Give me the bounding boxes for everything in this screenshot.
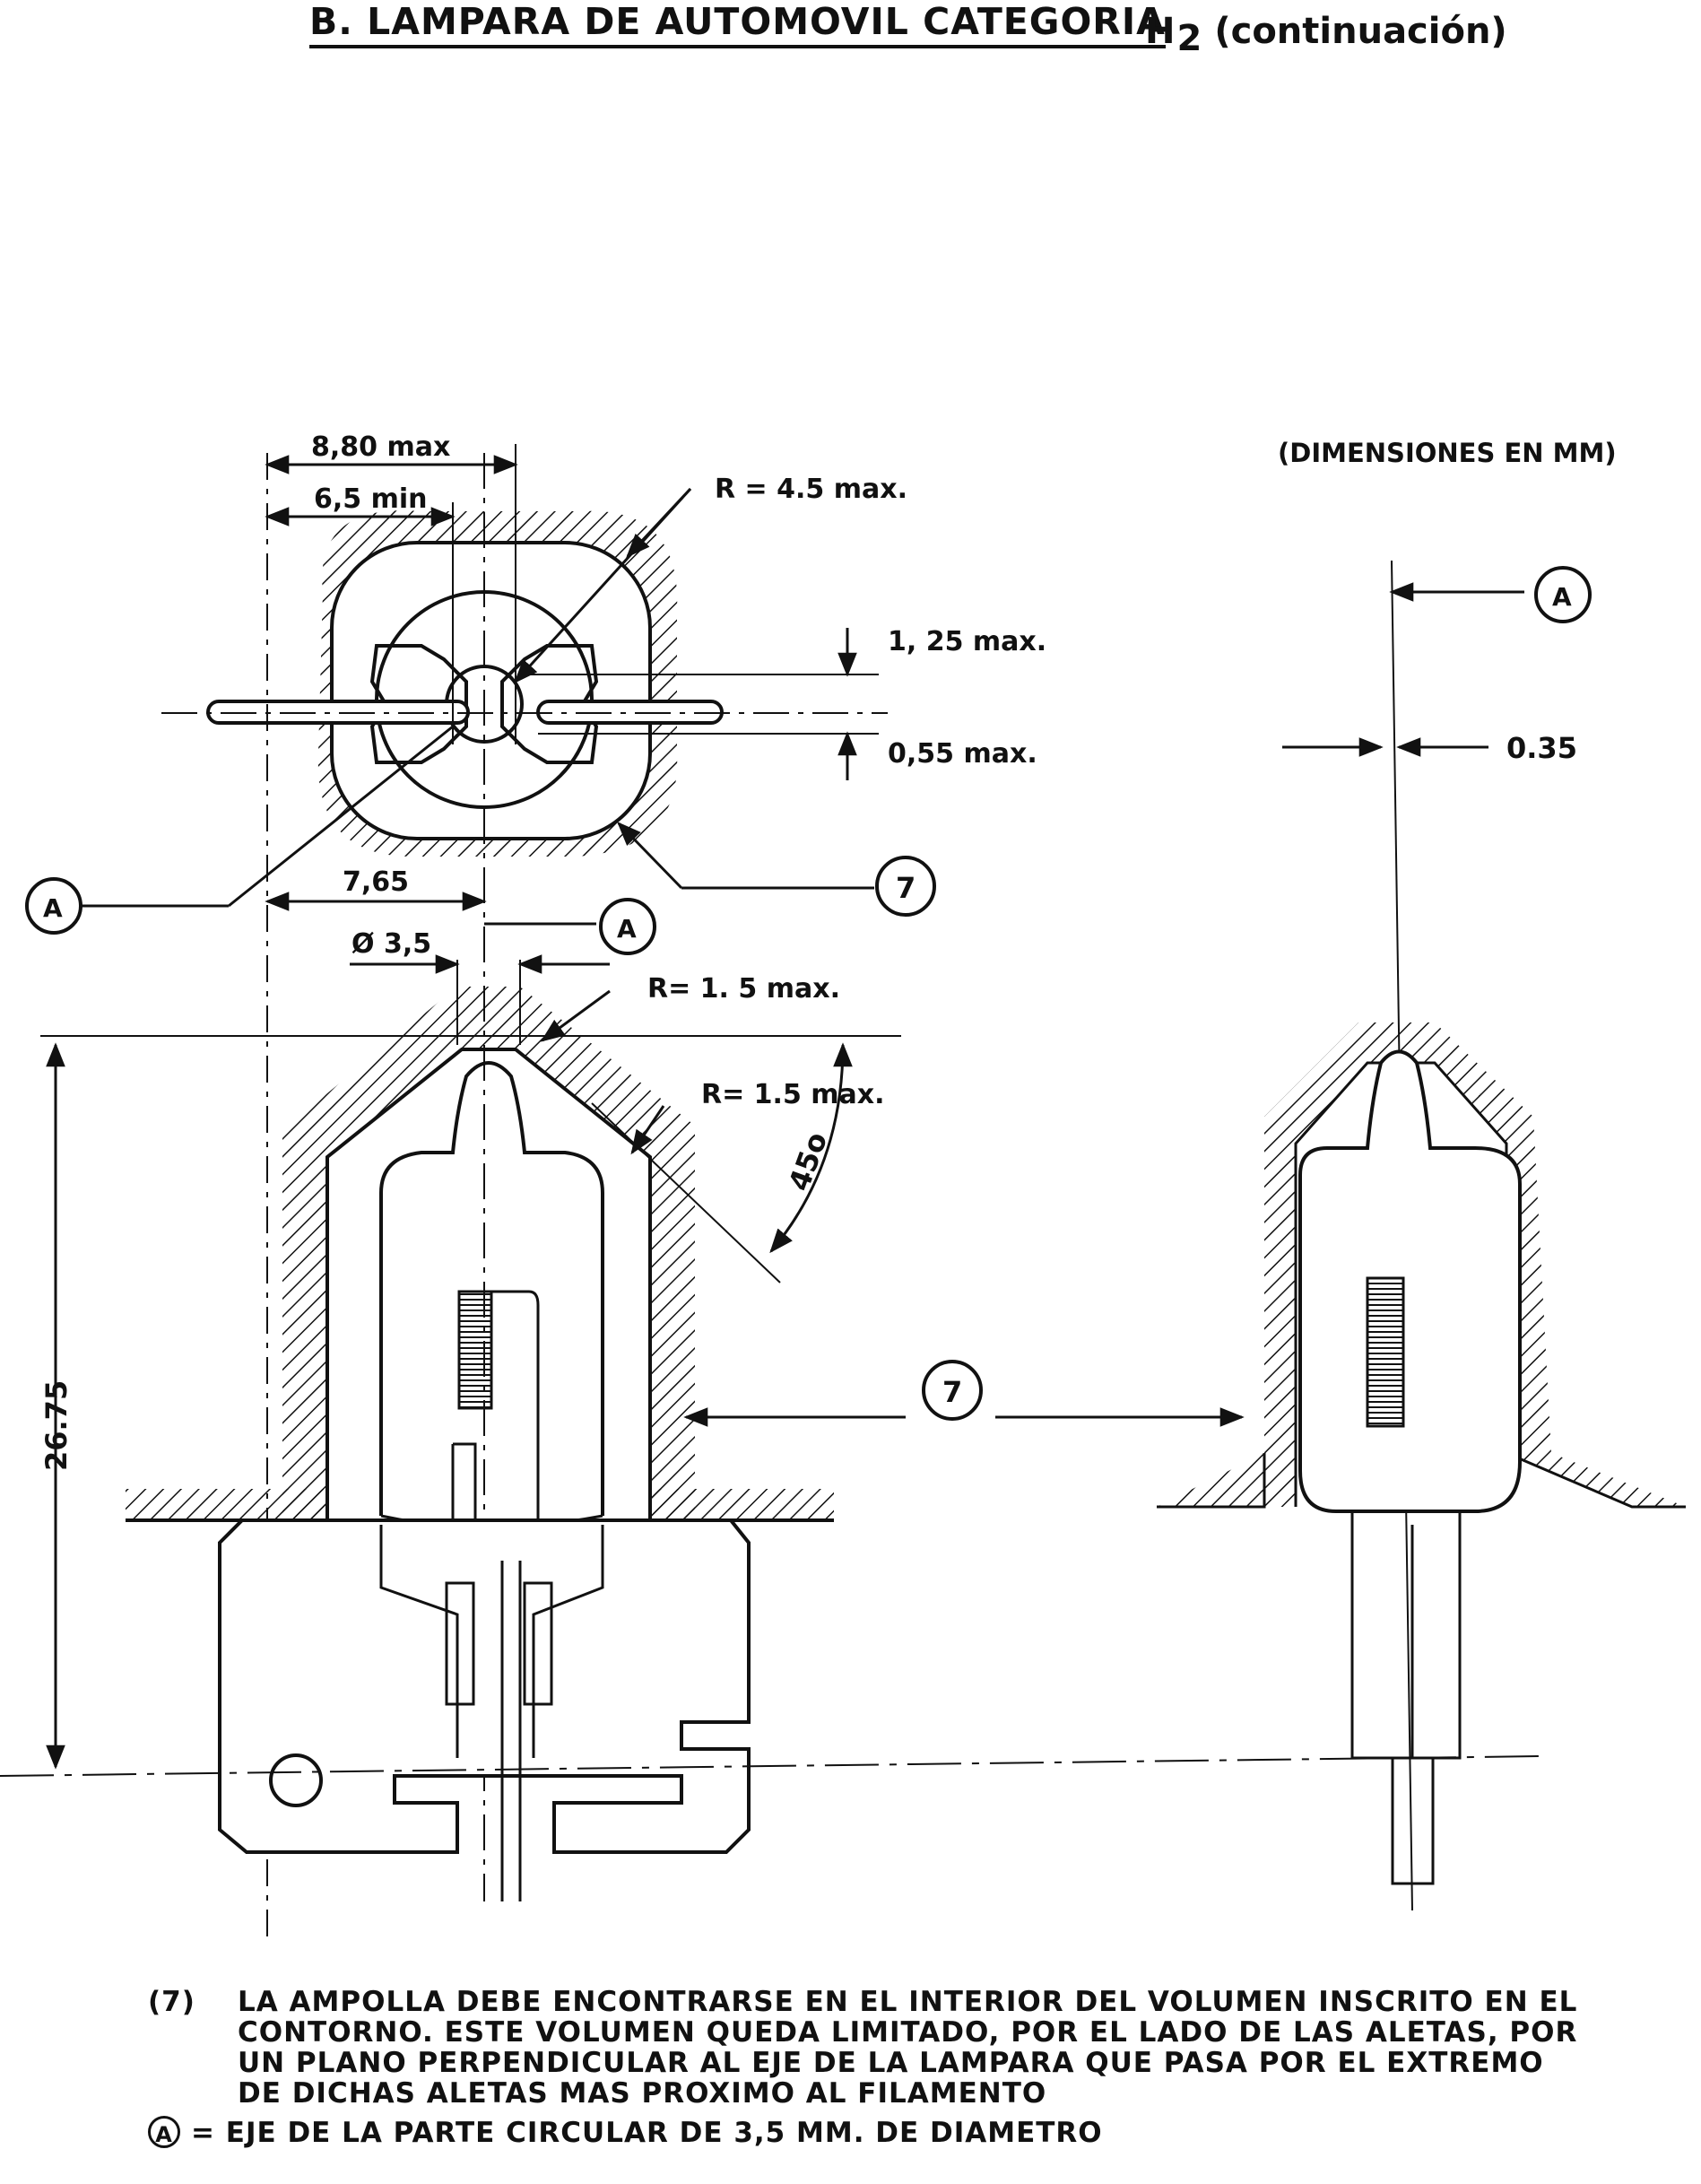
note-7-number: (7) [148,1986,195,2018]
front-view-socket [218,1518,751,1854]
note-7-line-2: CONTORNO. ESTE VOLUMEN QUEDA LIMITADO, P… [238,2016,1578,2049]
side-view-bulb [1298,1049,1522,1513]
title-suffix-group: H2 (continuación) [1145,11,1507,59]
front-view-hatch [282,987,695,1520]
dim-r45: R = 4.5 max. [715,474,907,505]
dim-r15a: R= 1. 5 max. [647,973,840,1005]
front-view-bulb [379,1061,604,1516]
dim-65: 6,5 min [314,483,428,515]
callout-a-right: A [1534,566,1592,623]
dimension-labels: 8,80 max 6,5 min R = 4.5 max. 1, 25 max.… [39,431,1617,1471]
callout-7-top: 7 [875,856,936,917]
side-view-base [1350,1511,1462,1760]
dim-45deg: 45o [782,1127,834,1196]
technical-drawing: 8,80 max 6,5 min R = 4.5 max. 1, 25 max.… [0,431,1686,1937]
notes-section: (7) LA AMPOLLA DEBE ENCONTRARSE EN EL IN… [148,1987,1690,2148]
callout-7-middle: 7 [922,1360,983,1421]
dim-r15b: R= 1.5 max. [701,1079,885,1110]
dim-035: 0.35 [1506,731,1577,765]
callout-a-right-label: A [1552,582,1572,612]
front-view-filament [457,1290,493,1410]
title-symbol: H [1145,11,1176,52]
callout-a-left: A [25,877,82,935]
top-view [76,444,888,1937]
note-7-line-1: LA AMPOLLA DEBE ENCONTRARSE EN EL INTERI… [238,1986,1578,2018]
note-7-line-4: DE DICHAS ALETAS MAS PROXIMO AL FILAMENT… [238,2077,1047,2110]
dim-dia35: Ø 3,5 [351,928,431,960]
callout-a-left-label: A [43,893,63,923]
front-view [0,954,1543,1901]
legend-a: A = EJE DE LA PARTE CIRCULAR DE 3,5 MM. … [148,2116,1690,2149]
page-title: B. LAMPARA DE AUTOMOVIL CATEGORIA H2 (con… [309,0,1520,72]
callout-a-center-label: A [617,914,637,944]
legend-a-text: = EJE DE LA PARTE CIRCULAR DE 3,5 MM. DE… [191,2117,1103,2149]
dim-765: 7,65 [343,866,409,898]
callout-markers: A A A 7 7 [25,566,1592,1421]
callout-7-top-label: 7 [896,871,916,905]
title-subscript: 2 [1176,18,1202,59]
callout-a-center: A [599,898,656,955]
side-view-filament [1366,1276,1405,1428]
callout-7-middle-label: 7 [942,1375,962,1409]
units-note: (DIMENSIONES EN MM) [1278,438,1617,468]
note-7: (7) LA AMPOLLA DEBE ENCONTRARSE EN EL IN… [148,1987,1690,2109]
front-view-ref-hole [269,1753,323,1807]
side-view [1157,560,1686,1911]
legend-a-symbol: A [148,2116,180,2148]
side-view-hatch [1157,1022,1686,1507]
note-7-line-3: UN PLANO PERPENDICULAR AL EJE DE LA LAMP… [238,2047,1544,2079]
dim-055: 0,55 max. [888,738,1037,770]
dim-2675: 26.75 [39,1380,74,1471]
title-suffix: (continuación) [1214,11,1507,52]
dim-880: 8,80 max [311,431,450,463]
dim-125: 1, 25 max. [888,626,1046,657]
title-main: B. LAMPARA DE AUTOMOVIL CATEGORIA [309,0,1166,48]
